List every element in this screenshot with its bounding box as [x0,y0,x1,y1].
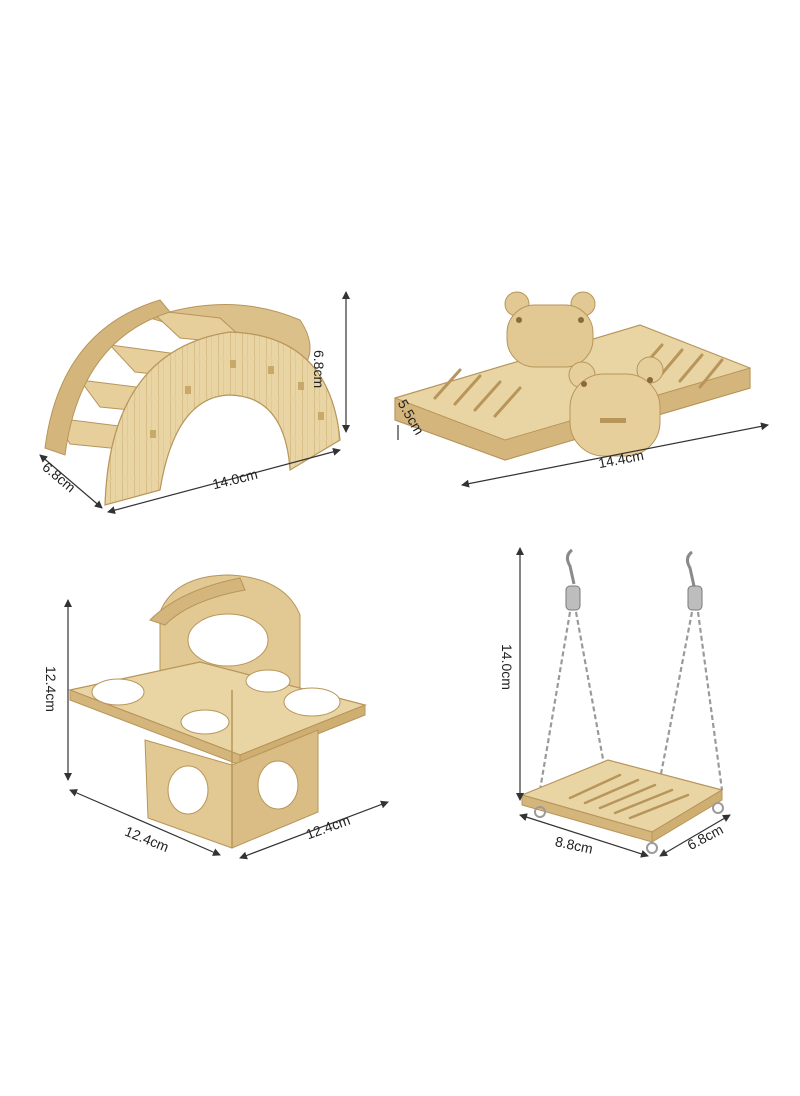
hanging-swing [520,548,724,854]
frame-dimension-lines [64,599,389,860]
bridge-dimension-lines [39,291,350,515]
bridge-height-label: 6.8cm [311,350,327,389]
seesaw [394,291,751,461]
frame-height-label: 12.4cm [43,666,59,712]
swing-height-label: 14.0cm [499,644,515,690]
seesaw-dimension-lines [397,422,769,488]
swing-dimension-lines [516,547,731,858]
cross-climbing-frame [67,574,367,849]
rainbow-bridge-ladder [44,299,341,506]
